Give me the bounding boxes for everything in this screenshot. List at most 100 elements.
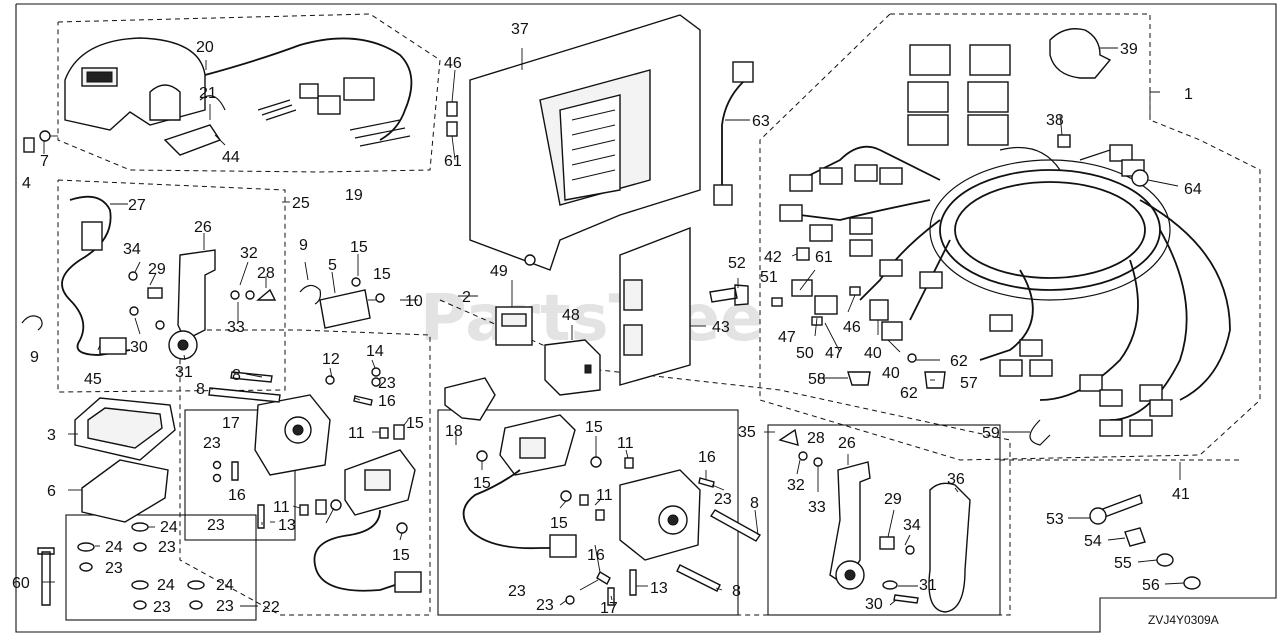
callout-6: 6: [47, 483, 56, 500]
bolt-part-53: [1089, 494, 1143, 525]
main-harness-loops-part-1: [799, 145, 1231, 421]
callout-19: 19: [345, 187, 363, 204]
group-25-boundary: [57, 179, 286, 393]
clamp-part-9b: [299, 284, 322, 305]
callout-43: 43: [712, 319, 730, 336]
callout-25: 25: [292, 195, 310, 212]
callout-10: 10: [405, 293, 423, 310]
callout-62a: 62: [950, 353, 968, 370]
sensor-unit-part-18: [499, 414, 576, 476]
bolt-part-8b: [230, 371, 273, 383]
harness-wire-part-19: [204, 37, 413, 141]
clip-part-18: [444, 377, 496, 421]
callout-15e: 15: [473, 475, 491, 492]
callout-17a: 17: [222, 415, 240, 432]
callout-24d: 24: [216, 577, 234, 594]
callout-61a: 61: [444, 153, 462, 170]
harness-connectors-part-1: [779, 144, 1173, 437]
callout-8b: 8: [196, 381, 205, 398]
callout-52: 52: [728, 255, 746, 272]
screw-part-7: [39, 130, 58, 142]
callout-30a: 30: [130, 339, 148, 356]
small-hardware-group-10: [212, 367, 408, 534]
callout-8d: 8: [732, 583, 741, 600]
callout-23h: 23: [714, 491, 732, 508]
callout-34b: 34: [903, 517, 921, 534]
sensor-plug-part-10: [394, 571, 422, 593]
bracket-part-5: [319, 277, 385, 329]
callout-40b: 40: [882, 365, 900, 382]
bolt-part-60: [37, 547, 55, 606]
callout-5: 5: [328, 257, 337, 274]
callout-54: 54: [1084, 533, 1102, 550]
callout-11b: 11: [273, 499, 290, 516]
relay-part-48: [544, 339, 601, 396]
callout-26b: 26: [838, 435, 856, 452]
fuse-parts-46-61: [446, 101, 458, 137]
callout-7: 7: [40, 153, 49, 170]
cover-part-3: [74, 397, 176, 461]
clamp-part-9a: [21, 315, 43, 331]
callout-4: 4: [22, 175, 31, 192]
callout-29b: 29: [884, 491, 902, 508]
group-19-boundary: [57, 13, 441, 173]
display-cover-part-20: [64, 37, 206, 131]
callout-27: 27: [128, 197, 146, 214]
callout-41: 41: [1172, 486, 1190, 503]
callout-15c: 15: [406, 415, 424, 432]
callout-46b: 46: [843, 319, 861, 336]
group-1-boundary: [759, 13, 1261, 461]
plate-part-6: [81, 459, 169, 523]
callout-53: 53: [1046, 511, 1064, 528]
control-module-part-43: [619, 226, 691, 386]
handle-part-36: [928, 482, 971, 613]
connector-part-63-bottom: [713, 184, 733, 206]
callout-42: 42: [764, 249, 782, 266]
clip-part-4: [23, 137, 35, 153]
actuator-part-10: [254, 394, 331, 476]
clamp-part-64: [1131, 169, 1149, 187]
diagram-code: ZVJ4Y0309A: [1148, 613, 1219, 627]
callout-24b: 24: [105, 539, 123, 556]
callout-37: 37: [511, 21, 529, 38]
plug-part-27: [81, 221, 103, 251]
group-35-box: [767, 424, 1001, 616]
callout-23a: 23: [378, 375, 396, 392]
callout-47b: 47: [825, 345, 843, 362]
callout-15g: 15: [550, 515, 568, 532]
callout-11d: 11: [596, 487, 613, 504]
group-18-box: [437, 409, 739, 616]
callout-31b: 31: [919, 577, 937, 594]
relay-stack-part-1: [907, 44, 1011, 146]
callout-16a: 16: [378, 393, 396, 410]
callout-24c: 24: [157, 577, 175, 594]
callout-40a: 40: [864, 345, 882, 362]
callout-15f: 15: [585, 419, 603, 436]
bolt-part-52: [709, 284, 749, 306]
callout-9b: 9: [299, 237, 308, 254]
callout-51: 51: [760, 269, 778, 286]
callout-15a: 15: [350, 239, 368, 256]
callout-58: 58: [808, 371, 826, 388]
callout-16b: 16: [228, 487, 246, 504]
callout-28a: 28: [257, 265, 275, 282]
callout-63: 63: [752, 113, 770, 130]
callout-60: 60: [12, 575, 30, 592]
callout-15d: 15: [392, 547, 410, 564]
callout-23i: 23: [508, 583, 526, 600]
callout-56: 56: [1142, 577, 1160, 594]
callout-33a: 33: [227, 319, 245, 336]
washer-part-56: [1183, 576, 1201, 590]
callout-18: 18: [445, 423, 463, 440]
callout-11c: 11: [617, 435, 634, 452]
callout-32a: 32: [240, 245, 258, 262]
relay-part-49: [495, 306, 533, 346]
sensor-cable-part-18: [462, 469, 550, 550]
callout-24a: 24: [160, 519, 178, 536]
callout-1: 1: [1184, 86, 1193, 103]
callout-47a: 47: [778, 329, 796, 346]
callout-29a: 29: [148, 261, 166, 278]
outer-frame: [15, 3, 1277, 633]
callout-48: 48: [562, 307, 580, 324]
callout-34a: 34: [123, 241, 141, 258]
